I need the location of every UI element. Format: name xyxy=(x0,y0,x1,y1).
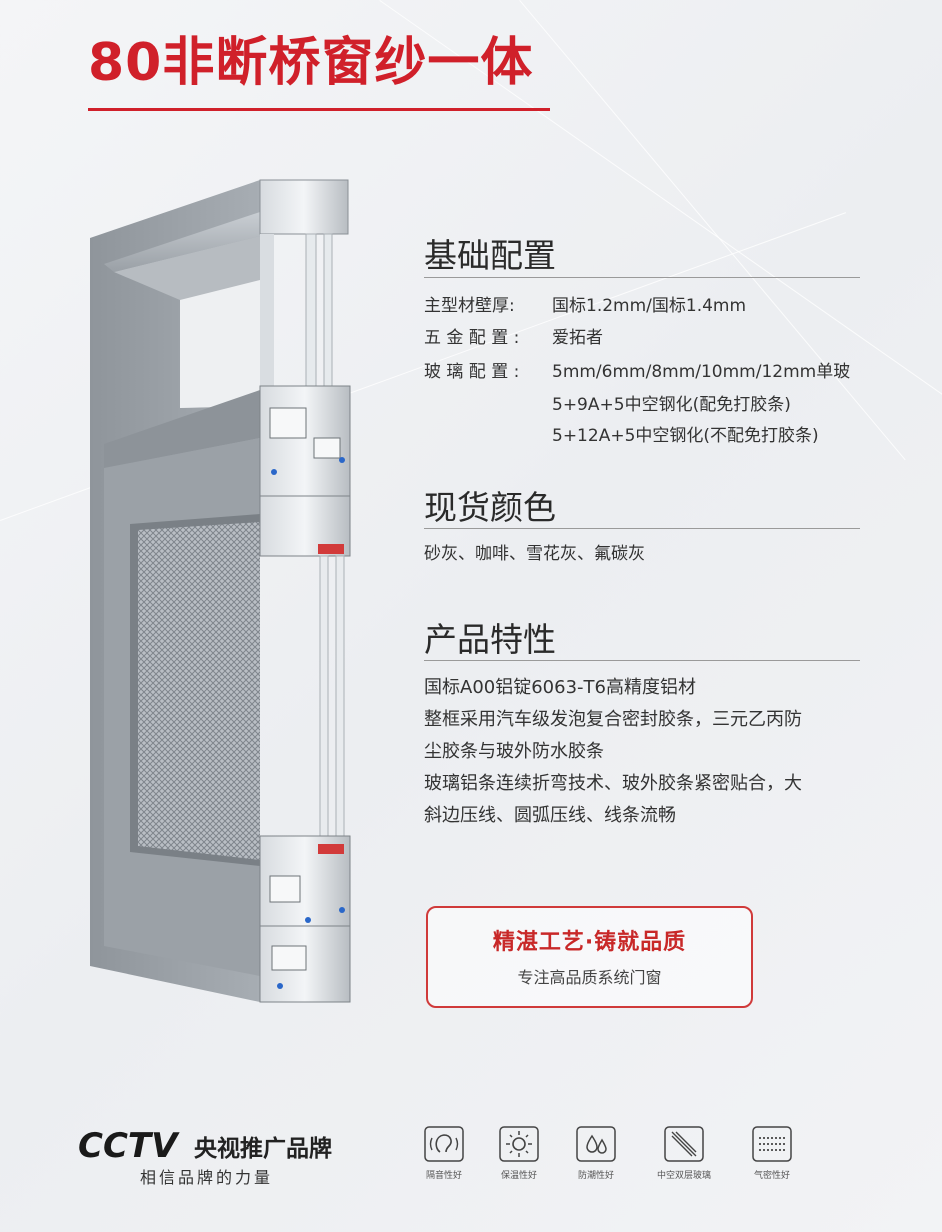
feature-icon-label: 隔音性好 xyxy=(425,1171,462,1181)
section-rule xyxy=(424,660,860,661)
colors-list: 砂灰、咖啡、雪花灰、氟碳灰 xyxy=(424,544,645,564)
seal-icon xyxy=(752,1126,792,1162)
feature-line: 玻璃铝条连续折弯技术、玻外胶条紧密贴合，大 xyxy=(424,773,802,794)
feature-icon-label: 防潮性好 xyxy=(577,1171,614,1181)
section-title-colors: 现货颜色 xyxy=(424,488,556,527)
window-profile-illustration xyxy=(90,179,351,1003)
title-underline xyxy=(88,108,550,111)
section-rule xyxy=(424,528,860,529)
background-streak xyxy=(519,0,906,461)
feature-icon-label: 中空双层玻璃 xyxy=(656,1171,711,1181)
section-rule xyxy=(424,277,860,278)
ear-icon xyxy=(424,1126,464,1162)
feature-icon-label: 气密性好 xyxy=(753,1171,790,1181)
feature-line: 尘胶条与玻外防水胶条 xyxy=(424,741,604,762)
section-title-features: 产品特性 xyxy=(424,620,556,659)
page-title: 80非断桥窗纱一体 xyxy=(88,33,534,93)
spec-value-glass: 5mm/6mm/8mm/10mm/12mm单玻 xyxy=(552,362,851,382)
feature-line: 国标A00铝锭6063-T6高精度铝材 xyxy=(424,677,696,698)
sun-icon xyxy=(499,1126,539,1162)
feature-icon-label: 保温性好 xyxy=(500,1171,537,1181)
spec-value-wall-thickness: 国标1.2mm/国标1.4mm xyxy=(552,296,747,316)
cctv-logo: CCTV xyxy=(78,1128,180,1162)
double-glass-icon xyxy=(664,1126,704,1162)
spec-label-glass: 玻 璃 配 置 : xyxy=(424,362,520,382)
brand-name: 央视推广品牌 xyxy=(194,1136,332,1162)
spec-value-glass-option: 5+12A+5中空钢化(不配免打胶条) xyxy=(552,426,819,446)
spec-value-hardware: 爱拓者 xyxy=(552,328,603,348)
svg-text:CCTV: CCTV xyxy=(78,1128,180,1162)
spec-label-hardware: 五 金 配 置 : xyxy=(424,328,520,348)
quality-title: 精湛工艺·铸就品质 xyxy=(492,930,687,955)
drops-icon xyxy=(576,1126,616,1162)
spec-label-wall-thickness: 主型材壁厚: xyxy=(424,296,515,316)
feature-line: 斜边压线、圆弧压线、线条流畅 xyxy=(424,805,676,826)
brand-slogan: 相信品牌的力量 xyxy=(140,1168,274,1187)
quality-banner: 精湛工艺·铸就品质 专注高品质系统门窗 xyxy=(426,906,753,1008)
feature-line: 整框采用汽车级发泡复合密封胶条，三元乙丙防 xyxy=(424,709,802,730)
section-title-base-config: 基础配置 xyxy=(424,236,556,275)
spec-value-glass-option: 5+9A+5中空钢化(配免打胶条) xyxy=(552,395,791,415)
quality-subtitle: 专注高品质系统门窗 xyxy=(517,968,662,987)
